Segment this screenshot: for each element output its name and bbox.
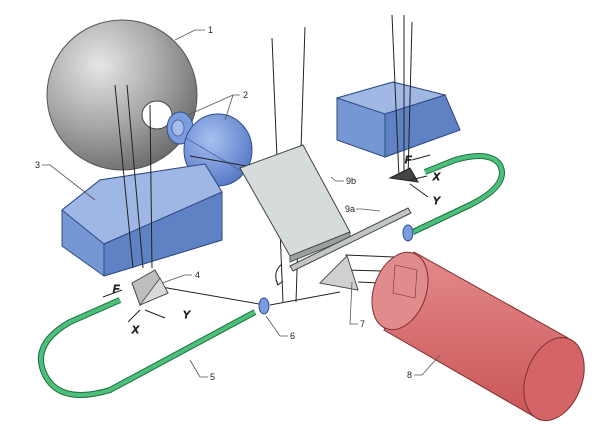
leader-lines bbox=[42, 29, 441, 378]
label-6: 6 bbox=[290, 331, 295, 341]
gray-sphere bbox=[46, 19, 198, 171]
thin-bar-9a bbox=[289, 207, 412, 272]
prism-middle bbox=[318, 255, 359, 291]
prism-left bbox=[131, 269, 169, 306]
axis-f-right: F bbox=[405, 155, 412, 166]
label-1: 1 bbox=[208, 25, 213, 35]
rotation-arrow bbox=[275, 263, 284, 286]
mirror-plate-9b bbox=[239, 144, 351, 263]
axes-right: F X Y bbox=[405, 155, 442, 208]
label-3: 3 bbox=[35, 160, 40, 170]
prism-right bbox=[388, 167, 419, 183]
label-4: 4 bbox=[195, 270, 200, 280]
axis-x-left: X bbox=[131, 325, 139, 336]
right-blue-block bbox=[335, 81, 461, 158]
label-7: 7 bbox=[360, 319, 365, 329]
axis-y-right: Y bbox=[433, 196, 441, 207]
red-cylinder bbox=[371, 251, 585, 422]
left-blue-block bbox=[61, 163, 223, 277]
optical-fibers bbox=[38, 153, 505, 398]
small-lens-right bbox=[402, 224, 414, 242]
axis-f-left: F bbox=[113, 284, 120, 295]
label-5: 5 bbox=[210, 372, 215, 382]
label-9a: 9a bbox=[345, 204, 355, 214]
label-2: 2 bbox=[243, 90, 248, 100]
label-9b: 9b bbox=[346, 176, 356, 186]
axes-left: F X Y bbox=[102, 284, 192, 337]
axis-y-left: Y bbox=[183, 310, 191, 321]
small-lens-6 bbox=[258, 297, 270, 315]
axis-x-right: X bbox=[432, 172, 440, 183]
label-8: 8 bbox=[407, 370, 412, 380]
